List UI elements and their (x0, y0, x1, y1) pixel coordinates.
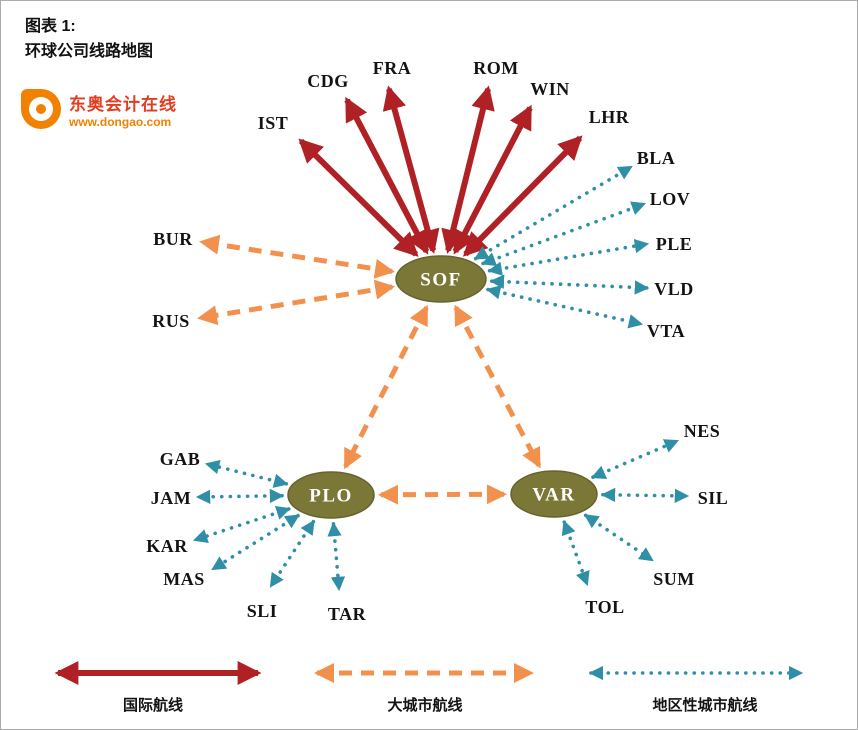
city-label-BUR: BUR (153, 229, 193, 249)
hub-label-VAR: VAR (532, 485, 575, 506)
city-label-MAS: MAS (163, 569, 205, 589)
legend-label-international: 国际航线 (123, 696, 183, 714)
city-label-WIN: WIN (530, 79, 570, 99)
city-label-VTA: VTA (647, 321, 685, 341)
city-label-ROM: ROM (473, 58, 519, 78)
header: 图表 1: 环球公司线路地图 (25, 15, 153, 65)
logo-brand-text: 东奥会计在线 (69, 94, 177, 114)
city-label-TOL: TOL (585, 597, 624, 617)
figure-label: 图表 1: (25, 18, 76, 35)
edge-PLO-GAB (204, 459, 289, 488)
edge-PLO-JAM (195, 488, 285, 505)
edge-SOF-LOV (481, 201, 647, 266)
city-label-NES: NES (684, 421, 721, 441)
city-label-IST: IST (258, 113, 289, 133)
city-label-RUS: RUS (152, 311, 190, 331)
dongao-logo-icon (21, 89, 61, 129)
edge-PLO-MAS (211, 513, 300, 571)
legend-label-regional: 地区性城市航线 (652, 696, 757, 714)
city-label-TAR: TAR (328, 604, 367, 624)
edge-SOF-FRA (382, 85, 440, 254)
city-label-JAM: JAM (151, 488, 192, 508)
city-label-SUM: SUM (653, 569, 695, 589)
edge-VAR-TOL (561, 520, 590, 587)
hub-label-SOF: SOF (420, 270, 461, 291)
edge-SOF-RUS (197, 279, 396, 326)
edge-SOF-BLA (473, 165, 633, 261)
dongao-logo-text: 东奥会计在线 www.dongao.com (69, 90, 177, 129)
edge-SOF-BUR (199, 234, 395, 279)
hub-VAR (510, 470, 598, 518)
edge-PLO-TAR (327, 521, 346, 592)
city-label-LHR: LHR (589, 107, 630, 127)
city-label-SIL: SIL (698, 488, 729, 508)
city-label-PLE: PLE (656, 234, 693, 254)
city-label-CDG: CDG (307, 71, 349, 91)
edge-SOF-PLE (487, 238, 650, 276)
edge-PLO-KAR (192, 505, 291, 543)
edge-VAR-NES (591, 439, 679, 479)
edge-SOF-VTA (485, 285, 644, 329)
edge-SOF-VAR (453, 304, 542, 469)
city-label-SLI: SLI (247, 601, 278, 621)
edge-SOF-VLD (489, 274, 650, 295)
hub-SOF (395, 255, 487, 303)
legend-label-major_city: 大城市航线 (387, 696, 462, 714)
edge-VAR-SUM (583, 513, 654, 562)
edge-PLO-VAR (377, 484, 508, 505)
edge-VAR-SIL (600, 487, 690, 504)
city-label-FRA: FRA (373, 58, 412, 78)
edge-PLO-SLI (269, 519, 316, 588)
city-label-VLD: VLD (654, 279, 694, 299)
city-label-KAR: KAR (146, 536, 188, 556)
logo-url-text: www.dongao.com (69, 114, 172, 129)
dongao-logo: 东奥会计在线 www.dongao.com (21, 89, 177, 129)
city-label-BLA: BLA (637, 148, 676, 168)
page-title: 环球公司线路地图 (25, 42, 154, 60)
edge-SOF-PLO (343, 304, 429, 470)
hub-label-PLO: PLO (309, 486, 353, 507)
hub-PLO (287, 471, 375, 519)
city-label-LOV: LOV (650, 189, 691, 209)
city-label-GAB: GAB (160, 449, 201, 469)
